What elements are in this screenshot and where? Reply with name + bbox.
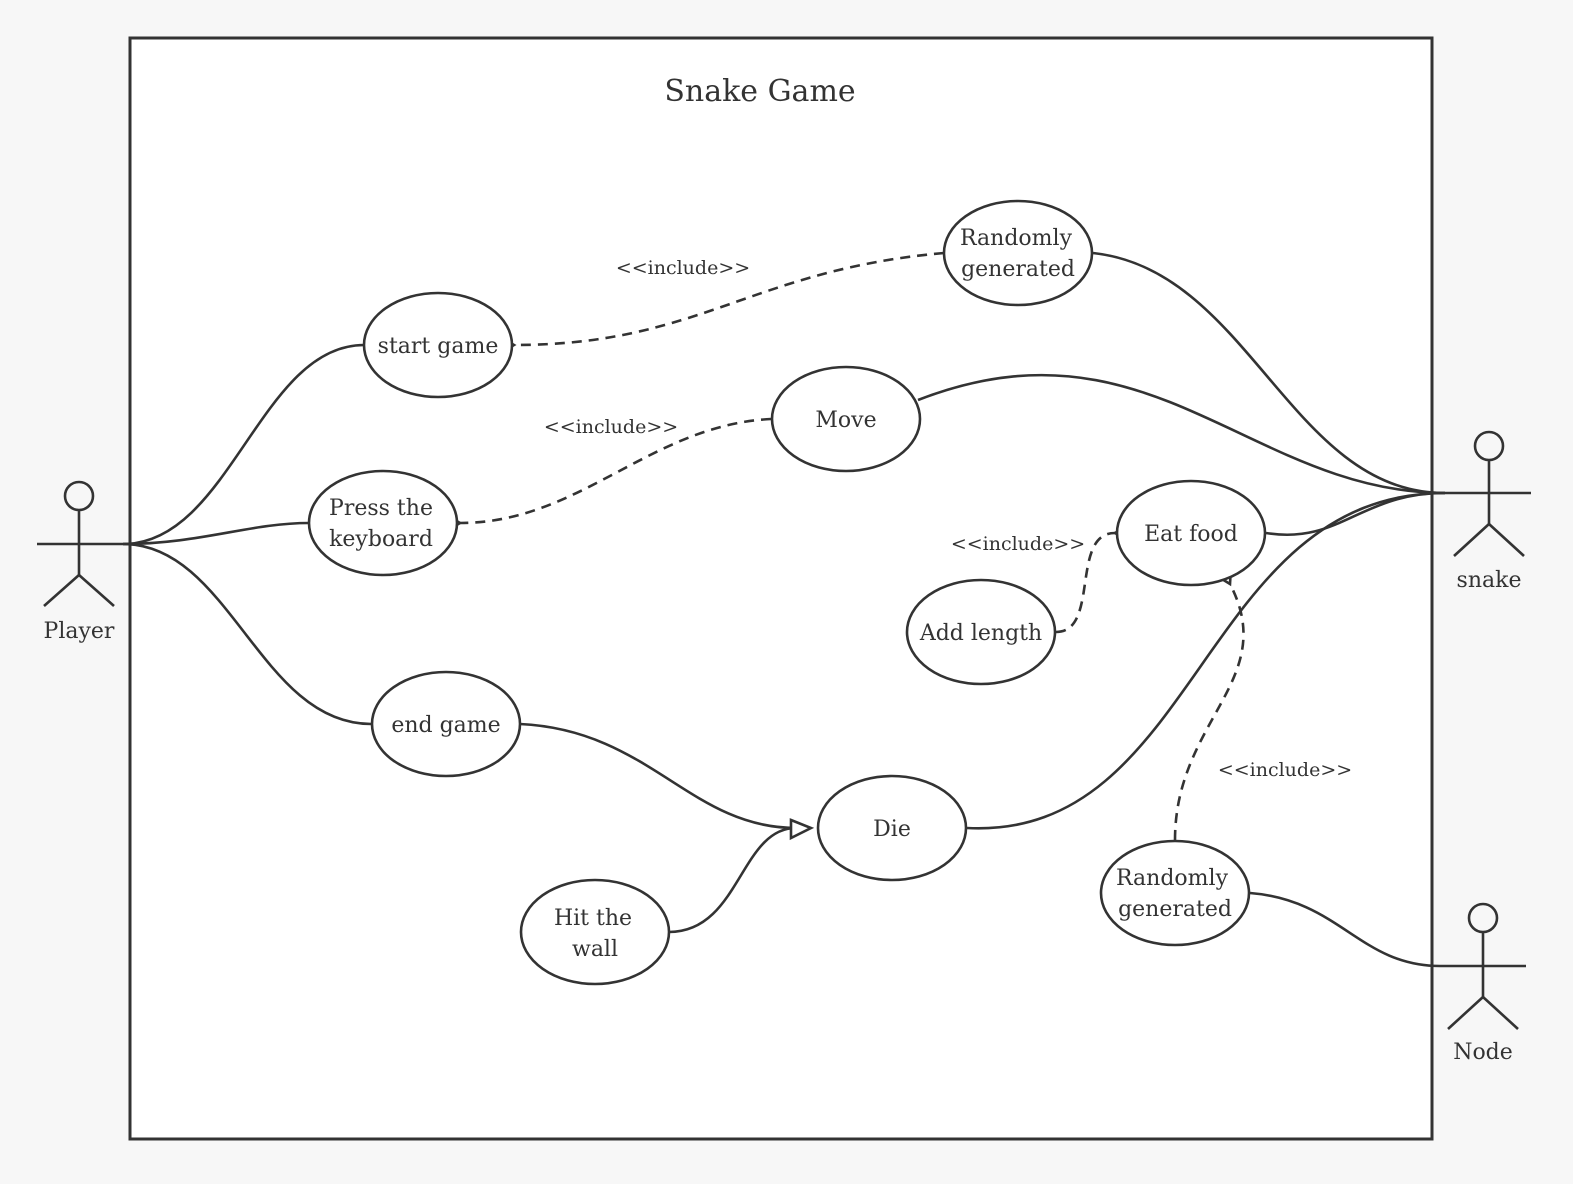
actor-player[interactable] xyxy=(37,480,123,607)
use-case-move[interactable]: Move xyxy=(770,365,922,473)
actor-label-snake: snake xyxy=(1457,568,1522,593)
use-case-label: Press the xyxy=(329,496,433,521)
use-case-label: generated xyxy=(961,257,1075,282)
diagram-title: Snake Game xyxy=(664,74,855,109)
use-case-label: Die xyxy=(873,817,911,842)
use-case-end-game[interactable]: end game xyxy=(370,670,522,778)
use-case-label: Eat food xyxy=(1144,522,1238,547)
stick-figure-icon xyxy=(1473,430,1505,462)
use-case-label: keyboard xyxy=(329,527,433,552)
actor-label-player: Player xyxy=(44,619,115,644)
use-case-hit-wall[interactable]: Hit the wall xyxy=(519,878,671,986)
use-case-die[interactable]: Die xyxy=(816,774,968,882)
use-case-label: Move xyxy=(815,408,876,433)
use-case-label: Hit the xyxy=(554,906,632,931)
system-boundary xyxy=(128,36,1434,1141)
generalization-arrowhead xyxy=(789,818,815,841)
actor-node[interactable] xyxy=(1440,902,1526,1030)
actor-label-node: Node xyxy=(1453,1040,1513,1065)
use-case-label: Randomly xyxy=(960,226,1073,251)
edge-random-top-snake xyxy=(1092,251,1446,495)
edge-hit-wall-die xyxy=(668,826,797,934)
use-case-label: generated xyxy=(1118,897,1232,922)
use-case-label: start game xyxy=(378,334,499,359)
include-label-3: <<include>> xyxy=(951,533,1085,555)
edge-move-snake xyxy=(917,373,1446,495)
actor-snake[interactable] xyxy=(1445,430,1531,557)
use-case-label: end game xyxy=(391,713,500,738)
edge-player-start-game xyxy=(122,343,365,546)
edge-player-end-game xyxy=(122,542,372,726)
stick-figure-icon xyxy=(1467,902,1499,934)
use-case-start-game[interactable]: start game xyxy=(362,291,514,399)
include-random-start-game xyxy=(514,251,945,345)
edge-end-game-die xyxy=(519,722,797,830)
stick-figure-icon xyxy=(63,480,95,512)
edge-player-press-keyboard xyxy=(122,521,310,546)
use-case-label: Randomly xyxy=(1116,866,1229,891)
use-case-random-bottom[interactable]: Randomly generated xyxy=(1099,839,1251,947)
include-random-eat-food xyxy=(1173,584,1245,841)
include-label-2: <<include>> xyxy=(544,416,678,438)
edge-die-snake xyxy=(966,491,1446,830)
edge-random-bottom-node xyxy=(1249,891,1441,968)
use-case-eat-food[interactable]: Eat food xyxy=(1115,479,1267,587)
use-case-label: Add length xyxy=(919,621,1042,646)
use-case-label: wall xyxy=(572,937,618,962)
include-label-1: <<include>> xyxy=(616,257,750,279)
include-label-4: <<include>> xyxy=(1218,759,1352,781)
use-case-add-length[interactable]: Add length xyxy=(905,578,1057,686)
use-case-random-top[interactable]: Randomly generated xyxy=(942,199,1094,307)
use-case-press-keyboard[interactable]: Press the keyboard xyxy=(307,469,459,577)
